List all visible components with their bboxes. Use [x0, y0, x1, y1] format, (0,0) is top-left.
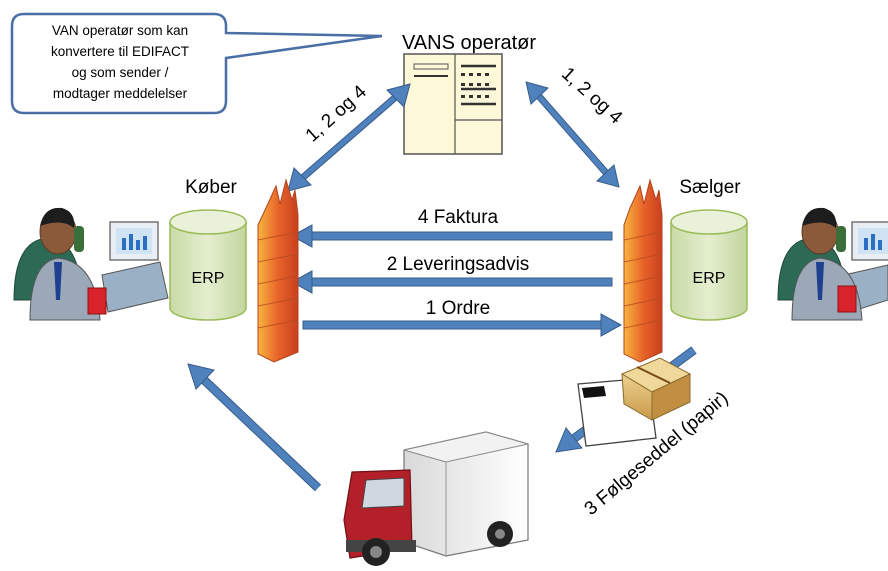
arrow-buyer-vans: [287, 83, 411, 192]
vans-server-icon: [403, 53, 503, 155]
seller-label: Sælger: [679, 177, 741, 198]
callout-text: VAN operatør som kan konvertere til EDIF…: [16, 20, 224, 104]
arrow-delivery-notice: [290, 270, 613, 294]
callout-line-1: VAN operatør som kan: [51, 23, 189, 38]
seller-firewall-icon: [623, 178, 663, 363]
delivery-notice-label: 2 Leveringsadvis: [387, 254, 530, 275]
arrow-truck-buyer: [187, 363, 322, 492]
callout-line-4: modtager meddelelser: [52, 86, 188, 101]
callout-line-3: og som sender /: [71, 65, 169, 80]
seller-erp-database: [670, 209, 748, 321]
buyer-erp-label: ERP: [192, 270, 225, 287]
invoice-label: 4 Faktura: [418, 207, 499, 228]
callout-bubble: [10, 12, 383, 115]
arrow-order: [302, 313, 623, 337]
buyer-label: Køber: [185, 177, 237, 198]
vans-operator-title: VANS operatør: [402, 32, 536, 54]
buyer-erp-database: [169, 209, 247, 321]
package-icon: [620, 357, 692, 421]
arrow-invoice: [290, 224, 613, 248]
callout-line-2: konvertere til EDIFACT: [50, 44, 190, 59]
seller-erp-label: ERP: [693, 270, 726, 287]
buyer-person-icon: [13, 207, 169, 321]
order-label: 1 Ordre: [426, 298, 490, 319]
arrow-vans-seller: [525, 81, 620, 188]
link-left-label: 1, 2 og 4: [302, 81, 371, 146]
seller-person-icon: [777, 207, 888, 321]
link-right-label: 1, 2 og 4: [557, 63, 626, 128]
truck-icon: [343, 431, 529, 566]
buyer-firewall-icon: [257, 178, 299, 363]
